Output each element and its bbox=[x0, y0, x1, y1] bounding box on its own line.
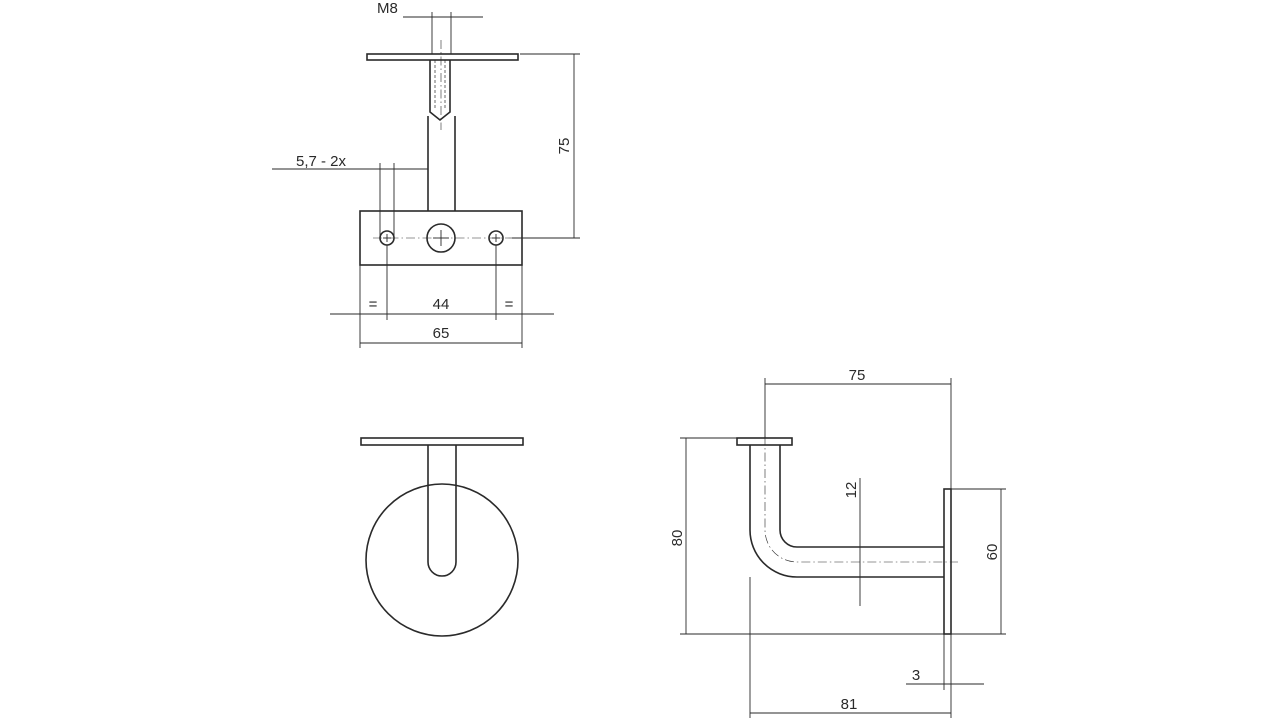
tube-label: 12 bbox=[843, 482, 860, 499]
front-arm bbox=[427, 445, 457, 577]
height-label: 75 bbox=[556, 138, 573, 155]
equal-left-label: = bbox=[369, 296, 378, 313]
round-wall-plate bbox=[365, 483, 519, 637]
arm-outer-edge bbox=[749, 445, 944, 578]
length-label: 75 bbox=[849, 367, 866, 384]
arm-centerline bbox=[764, 436, 958, 563]
plate-height-label: 60 bbox=[984, 544, 1001, 561]
front-saddle-plate bbox=[360, 437, 524, 446]
overall-length-label: 81 bbox=[841, 696, 858, 713]
hole-label: 5,7 - 2x bbox=[296, 153, 347, 170]
side-wall-plate bbox=[943, 488, 952, 635]
threaded-boss bbox=[429, 60, 451, 122]
equal-right-label: = bbox=[505, 296, 514, 313]
top-view: M8 75 5,7 - 2x = 44 = 65 bbox=[272, 0, 580, 348]
side-view: 75 12 80 60 3 81 bbox=[669, 367, 1006, 718]
m8-label: M8 bbox=[377, 0, 398, 17]
arm-inner-edge bbox=[779, 445, 944, 548]
overall-height-label: 80 bbox=[669, 530, 686, 547]
front-view bbox=[360, 437, 524, 637]
saddle-plate bbox=[366, 53, 519, 61]
spacing-label: 44 bbox=[433, 296, 450, 313]
side-saddle-plate bbox=[736, 437, 793, 446]
thickness-label: 3 bbox=[912, 667, 920, 684]
width-label: 65 bbox=[433, 325, 450, 342]
